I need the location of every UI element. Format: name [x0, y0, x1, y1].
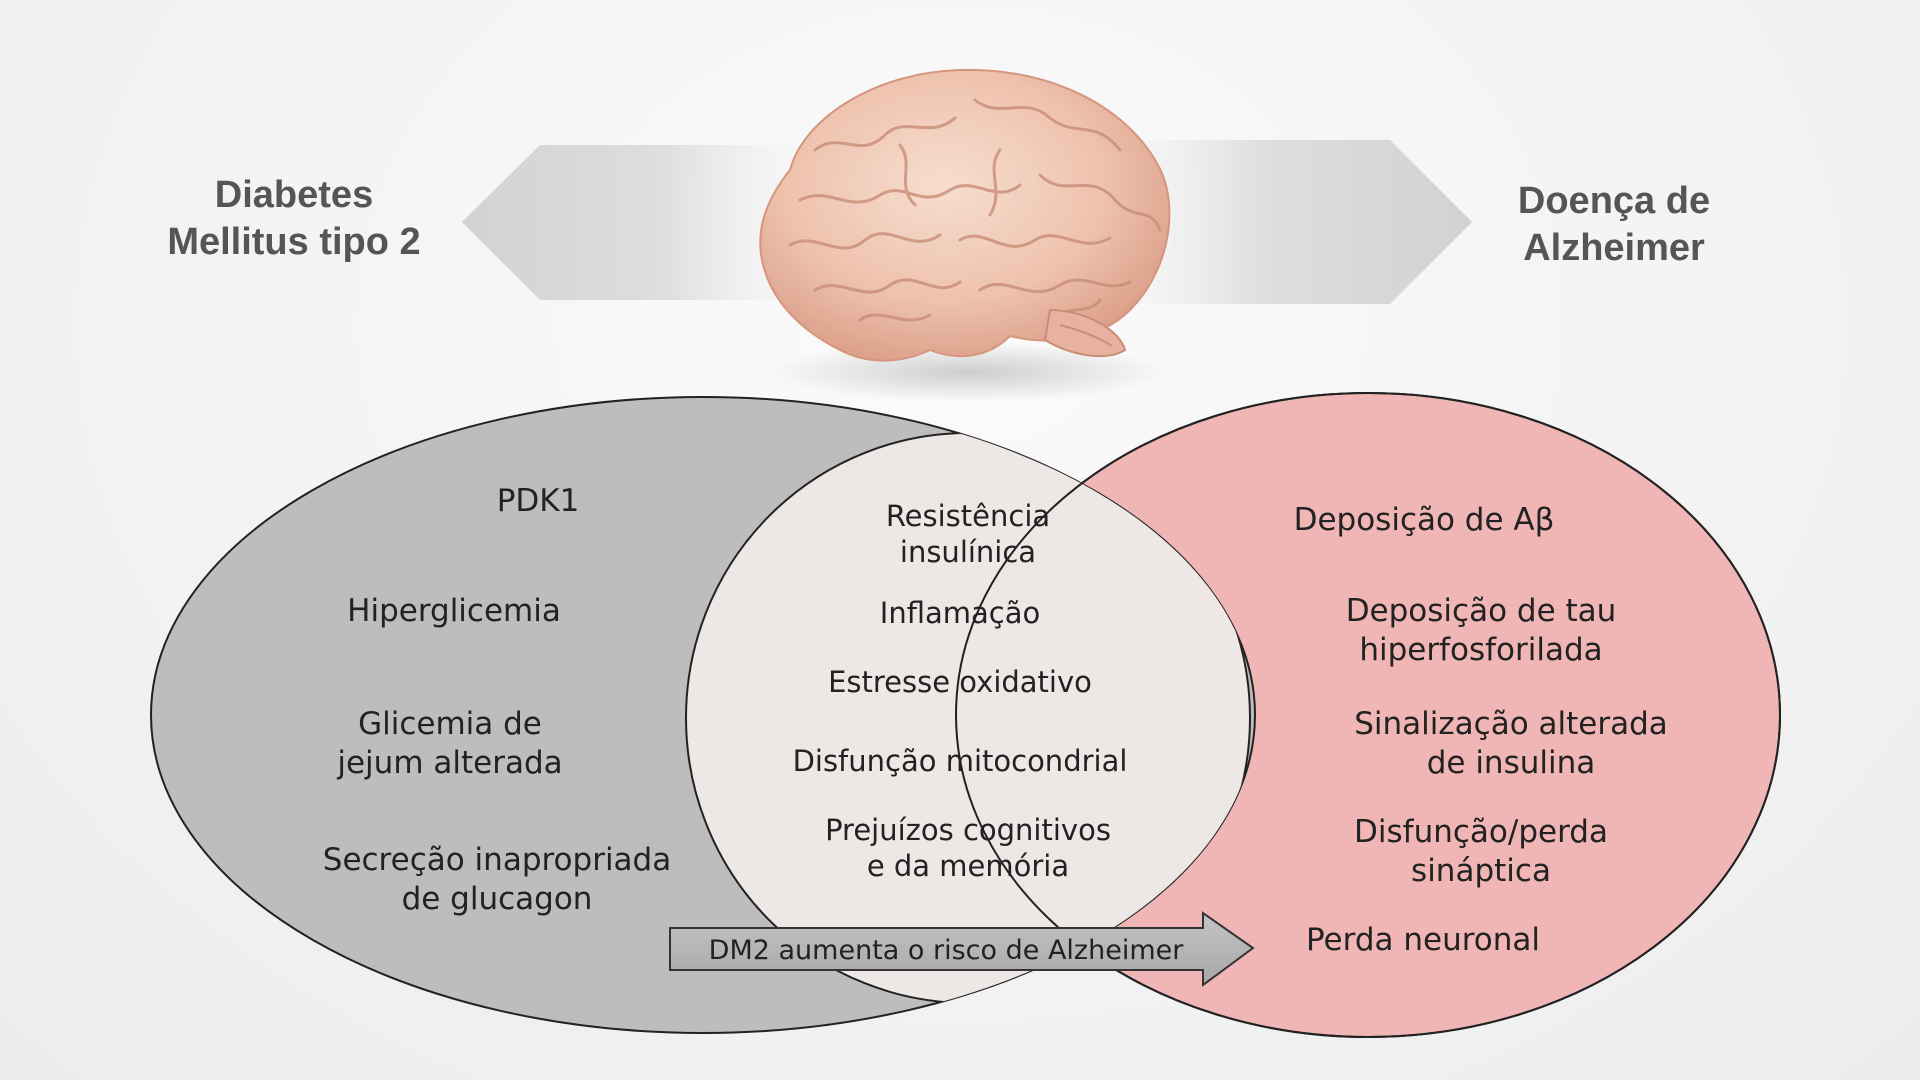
right-item-perda-neuronal: Perda neuronal: [1306, 922, 1540, 958]
left-header-title-line2: Mellitus tipo 2: [167, 221, 420, 263]
right-item-sinaptica-line2: sináptica: [1411, 853, 1551, 889]
left-header-title: Diabetes: [215, 174, 373, 216]
left-item-secrecao-glucagon: Secreção inapropriada: [323, 842, 671, 878]
right-item-insulina-line2: de insulina: [1427, 745, 1596, 781]
intersection-item-resistencia: Resistência: [886, 499, 1050, 533]
intersection-item-inflamacao: Inflamação: [880, 596, 1040, 630]
intersection-item-resistencia-line2: insulínica: [900, 535, 1036, 569]
left-item-hiperglicemia: Hiperglicemia: [347, 593, 561, 629]
intersection-item-cognitivos-line2: e da memória: [867, 849, 1069, 883]
brain-icon: [759, 68, 1171, 402]
right-set-outline: [955, 392, 1781, 1038]
right-item-tau: Deposição de tau: [1346, 593, 1617, 629]
left-header-band: [462, 145, 800, 300]
left-item-glicemia-jejum-line2: jejum alterada: [336, 745, 562, 781]
right-item-sinaptica: Disfunção/perda: [1354, 814, 1608, 850]
left-item-secrecao-glucagon-line2: de glucagon: [402, 881, 593, 917]
intersection-item-cognitivos: Prejuízos cognitivos: [825, 813, 1111, 847]
risk-arrow-label: DM2 aumenta o risco de Alzheimer: [709, 935, 1185, 966]
intersection-item-estresse: Estresse oxidativo: [828, 665, 1092, 699]
intersection-item-mitocondrial: Disfunção mitocondrial: [793, 744, 1128, 778]
right-item-abeta: Deposição de Aβ: [1294, 502, 1555, 538]
right-item-tau-line2: hiperfosforilada: [1359, 632, 1602, 668]
right-header-band: [1120, 140, 1472, 304]
risk-arrow: DM2 aumenta o risco de Alzheimer: [669, 911, 1255, 987]
right-header-title: Doença de: [1518, 180, 1710, 222]
left-item-glicemia-jejum: Glicemia de: [358, 706, 542, 742]
right-item-insulina: Sinalização alterada: [1354, 706, 1668, 742]
right-header-title-line2: Alzheimer: [1523, 227, 1705, 269]
left-item-pdk1: PDK1: [497, 483, 580, 519]
intersection-region: [686, 433, 1250, 1003]
